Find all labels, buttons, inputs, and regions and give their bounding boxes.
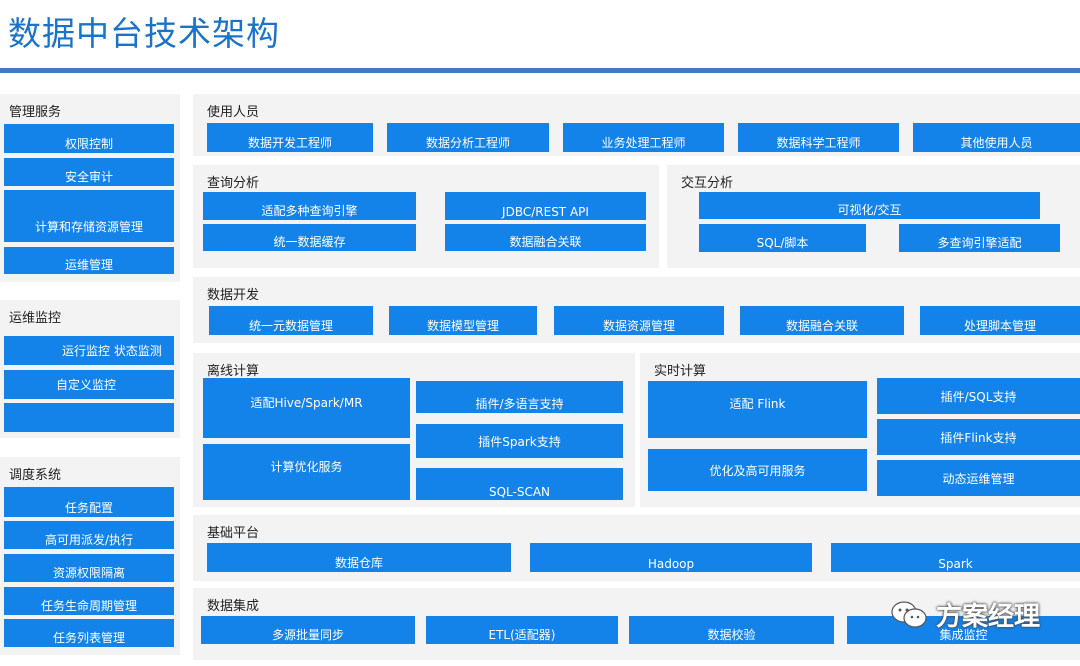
etl-adapter-box: ETL(适配器) (426, 616, 618, 644)
multi-query-engine-box: 多查询引擎适配 (899, 224, 1060, 252)
dev-header: 数据开发 (207, 288, 260, 303)
ops-management-box: 运维管理 (4, 247, 174, 274)
sql-script-box: SQL/脚本 (699, 224, 866, 252)
data-warehouse-box: 数据仓库 (207, 543, 511, 572)
flink-adapter-box: 适配 Flink (648, 381, 867, 438)
model-management-box: 数据模型管理 (389, 306, 537, 335)
user-others: 其他使用人员 (913, 123, 1080, 152)
plugin-flink-box: 插件Flink支持 (877, 419, 1080, 455)
task-config-box: 任务配置 (4, 487, 174, 517)
security-audit-box: 安全审计 (4, 158, 174, 186)
base-header: 基础平台 (207, 526, 260, 541)
script-management-box: 处理脚本管理 (920, 306, 1080, 335)
user-data-dev-engineer: 数据开发工程师 (207, 123, 373, 152)
integration-monitoring-box: 集成监控 (847, 616, 1080, 644)
spark-box: Spark (831, 543, 1080, 572)
page-title: 数据中台技术架构 (8, 14, 280, 53)
user-data-analyst: 数据分析工程师 (387, 123, 549, 152)
hadoop-box: Hadoop (530, 543, 812, 572)
ha-dispatch-box: 高可用派发/执行 (4, 521, 174, 549)
task-lifecycle-box: 任务生命周期管理 (4, 587, 174, 615)
fusion-dev-box: 数据融合关联 (740, 306, 904, 335)
resource-management-box: 计算和存储资源管理 (4, 190, 174, 242)
resource-isolation-box: 资源权限隔离 (4, 554, 174, 582)
metadata-management-box: 统一元数据管理 (209, 306, 373, 335)
watermark: 方案经理 (890, 596, 1040, 633)
query-header: 查询分析 (207, 176, 260, 191)
user-business-engineer: 业务处理工程师 (563, 123, 724, 152)
multi-engine-adapter-box: 适配多种查询引擎 (203, 192, 416, 220)
user-data-scientist: 数据科学工程师 (738, 123, 899, 152)
scheduling-header: 调度系统 (9, 468, 62, 483)
data-validation-box: 数据校验 (629, 616, 834, 644)
integration-header: 数据集成 (207, 599, 260, 614)
title-divider (0, 68, 1080, 73)
plugin-multilang-box: 插件/多语言支持 (416, 381, 623, 413)
runtime-monitoring-box: 运行监控 状态监测 (4, 336, 174, 365)
batch-sync-box: 多源批量同步 (201, 616, 415, 644)
interactive-header: 交互分析 (681, 176, 734, 191)
visualization-box: 可视化/交互 (699, 192, 1040, 219)
unified-cache-box: 统一数据缓存 (203, 224, 416, 251)
realtime-header: 实时计算 (654, 364, 707, 379)
watermark-text: 方案经理 (936, 602, 1041, 632)
data-fusion-box: 数据融合关联 (445, 224, 646, 251)
permission-control-box: 权限控制 (4, 124, 174, 153)
monitoring-header: 运维监控 (9, 311, 62, 326)
compute-optimization-box: 计算优化服务 (203, 444, 410, 500)
resource-management-dev-box: 数据资源管理 (554, 306, 724, 335)
custom-monitoring-box: 自定义监控 (4, 370, 174, 399)
wechat-icon (890, 600, 928, 630)
offline-header: 离线计算 (207, 364, 260, 379)
users-header: 使用人员 (207, 105, 260, 120)
dynamic-ops-box: 动态运维管理 (877, 460, 1080, 496)
task-list-box: 任务列表管理 (4, 619, 174, 647)
monitoring-blank-box (4, 403, 174, 432)
ha-optimization-box: 优化及高可用服务 (648, 449, 867, 491)
hive-spark-mr-box: 适配Hive/Spark/MR (203, 378, 410, 438)
sql-scan-box: SQL-SCAN (416, 468, 623, 500)
management-header: 管理服务 (9, 105, 62, 120)
plugin-sql-box: 插件/SQL支持 (877, 378, 1080, 414)
jdbc-rest-api-box: JDBC/REST API (445, 192, 646, 220)
plugin-spark-box: 插件Spark支持 (416, 424, 623, 458)
